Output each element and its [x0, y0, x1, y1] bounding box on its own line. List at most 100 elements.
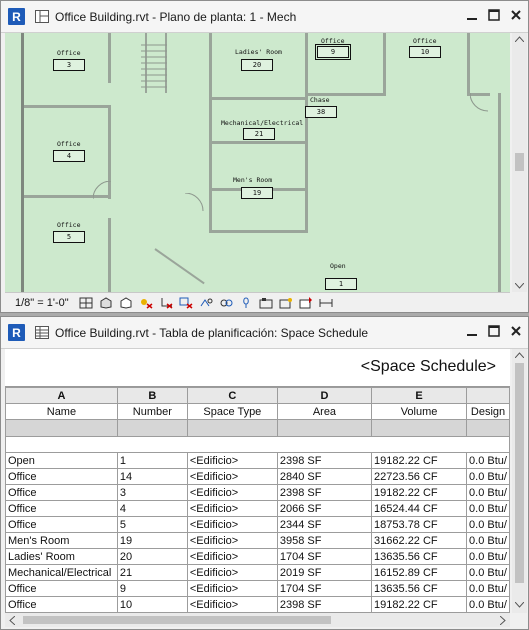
table-cell[interactable]: <Edificio> [186, 484, 278, 501]
show-crop-region-icon[interactable] [179, 297, 193, 309]
table-cell[interactable]: 0.0 Btu/ [466, 548, 510, 565]
highlight-displacement-icon[interactable] [299, 297, 313, 309]
table-cell[interactable]: 13635.56 CF [371, 548, 468, 565]
table-cell[interactable]: Office [5, 484, 118, 501]
table-cell[interactable]: <Edificio> [186, 452, 278, 469]
table-cell[interactable]: <Edificio> [186, 516, 278, 533]
table-cell[interactable]: 3958 SF [276, 532, 373, 549]
table-cell[interactable]: 31662.22 CF [371, 532, 468, 549]
table-cell[interactable]: 0.0 Btu/ [466, 612, 510, 613]
scroll-down-icon[interactable] [515, 283, 524, 289]
table-cell[interactable]: 2840 SF [276, 612, 373, 613]
table-cell[interactable]: 13635.56 CF [371, 580, 468, 597]
schedule-scroll-thumb[interactable] [515, 363, 524, 583]
table-cell[interactable]: 5 [116, 516, 188, 533]
shadows-icon[interactable] [139, 297, 153, 309]
column-letter[interactable]: C [186, 387, 278, 404]
table-cell[interactable]: 4 [116, 500, 188, 517]
table-cell[interactable]: Office [5, 596, 118, 613]
room-number-tag[interactable]: 1 [325, 278, 357, 290]
room-number-tag[interactable]: 10 [409, 46, 441, 58]
room-number-tag[interactable]: 9 [315, 44, 351, 60]
table-cell[interactable]: 11 [116, 612, 188, 613]
column-header[interactable]: Area [276, 403, 373, 420]
table-cell[interactable]: Ladies' Room [5, 548, 118, 565]
table-cell[interactable]: 19182.22 CF [371, 452, 468, 469]
table-cell[interactable]: 0.0 Btu/ [466, 580, 510, 597]
table-cell[interactable]: 0.0 Btu/ [466, 532, 510, 549]
column-header[interactable]: Design [466, 403, 510, 420]
plan-titlebar[interactable]: R Office Building.rvt - Plano de planta:… [1, 1, 528, 33]
table-cell[interactable]: 0.0 Btu/ [466, 564, 510, 581]
sun-path-icon[interactable] [119, 297, 133, 309]
maximize-icon[interactable] [488, 9, 500, 21]
table-cell[interactable]: Office [5, 580, 118, 597]
analytical-model-icon[interactable] [279, 297, 293, 309]
table-cell[interactable]: Men's Room [5, 532, 118, 549]
plan-scroll-thumb[interactable] [515, 153, 524, 171]
table-cell[interactable]: 22723.56 CF [371, 612, 468, 613]
table-cell[interactable]: 1 [116, 452, 188, 469]
floor-plan-canvas[interactable]: Office 3 Office 4 Office 5 Ladies' Room … [5, 33, 510, 292]
table-cell[interactable]: 0.0 Btu/ [466, 468, 510, 485]
room-number-tag[interactable]: 21 [243, 128, 275, 140]
table-cell[interactable]: <Edificio> [186, 500, 278, 517]
room-number-tag[interactable]: 4 [53, 150, 85, 162]
scroll-down-icon[interactable] [515, 602, 524, 608]
room-number-tag[interactable]: 19 [241, 187, 273, 199]
floor-plan-window[interactable]: R Office Building.rvt - Plano de planta:… [0, 0, 529, 313]
visual-style-icon[interactable] [99, 297, 113, 309]
table-cell[interactable]: 3 [116, 484, 188, 501]
detail-level-icon[interactable] [79, 297, 93, 309]
table-cell[interactable]: 2019 SF [276, 564, 373, 581]
table-cell[interactable]: 16152.89 CF [371, 564, 468, 581]
table-cell[interactable]: Office [5, 468, 118, 485]
scroll-left-icon[interactable] [9, 616, 15, 625]
scroll-right-icon[interactable] [500, 616, 506, 625]
table-cell[interactable]: 0.0 Btu/ [466, 596, 510, 613]
room-number-tag[interactable]: 38 [305, 106, 337, 118]
temporary-hide-icon[interactable] [219, 297, 233, 309]
table-cell[interactable]: 21 [116, 564, 188, 581]
table-cell[interactable]: 2066 SF [276, 500, 373, 517]
table-cell[interactable]: 2398 SF [276, 596, 373, 613]
revit-app-icon[interactable]: R [8, 324, 25, 341]
table-cell[interactable]: 19182.22 CF [371, 596, 468, 613]
schedule-titlebar[interactable]: R Office Building.rvt - Tabla de planifi… [1, 317, 528, 349]
table-cell[interactable]: <Edificio> [186, 468, 278, 485]
column-header[interactable]: Space Type [186, 403, 278, 420]
reveal-constraints-icon[interactable] [319, 297, 333, 309]
table-cell[interactable]: 0.0 Btu/ [466, 484, 510, 501]
table-cell[interactable]: <Edificio> [186, 548, 278, 565]
schedule-window[interactable]: R Office Building.rvt - Tabla de planifi… [0, 316, 529, 630]
table-cell[interactable]: Office [5, 500, 118, 517]
column-letter[interactable]: D [276, 387, 373, 404]
table-cell[interactable]: 19182.22 CF [371, 484, 468, 501]
schedule-hscroll-thumb[interactable] [23, 616, 331, 624]
table-cell[interactable]: 18753.78 CF [371, 516, 468, 533]
view-scale[interactable]: 1/8" = 1'-0" [15, 297, 69, 309]
room-number-tag[interactable]: 5 [53, 231, 85, 243]
table-cell[interactable]: 16524.44 CF [371, 500, 468, 517]
table-cell[interactable]: 9 [116, 580, 188, 597]
schedule-table[interactable]: A B C D E Name Number Space Type Area Vo… [5, 387, 510, 613]
table-cell[interactable]: Mechanical/Electrical [5, 564, 118, 581]
scroll-up-icon[interactable] [515, 36, 524, 42]
table-cell[interactable]: 0.0 Btu/ [466, 500, 510, 517]
plan-vertical-scrollbar[interactable] [512, 33, 527, 292]
column-header[interactable]: Name [5, 403, 118, 420]
maximize-icon[interactable] [488, 325, 500, 337]
table-cell[interactable]: 1704 SF [276, 548, 373, 565]
table-cell[interactable]: 2344 SF [276, 516, 373, 533]
column-letter[interactable]: E [371, 387, 468, 404]
temporary-view-properties-icon[interactable] [259, 297, 273, 309]
table-cell[interactable]: 0.0 Btu/ [466, 516, 510, 533]
minimize-icon[interactable] [466, 9, 478, 21]
table-cell[interactable]: 0.0 Btu/ [466, 452, 510, 469]
